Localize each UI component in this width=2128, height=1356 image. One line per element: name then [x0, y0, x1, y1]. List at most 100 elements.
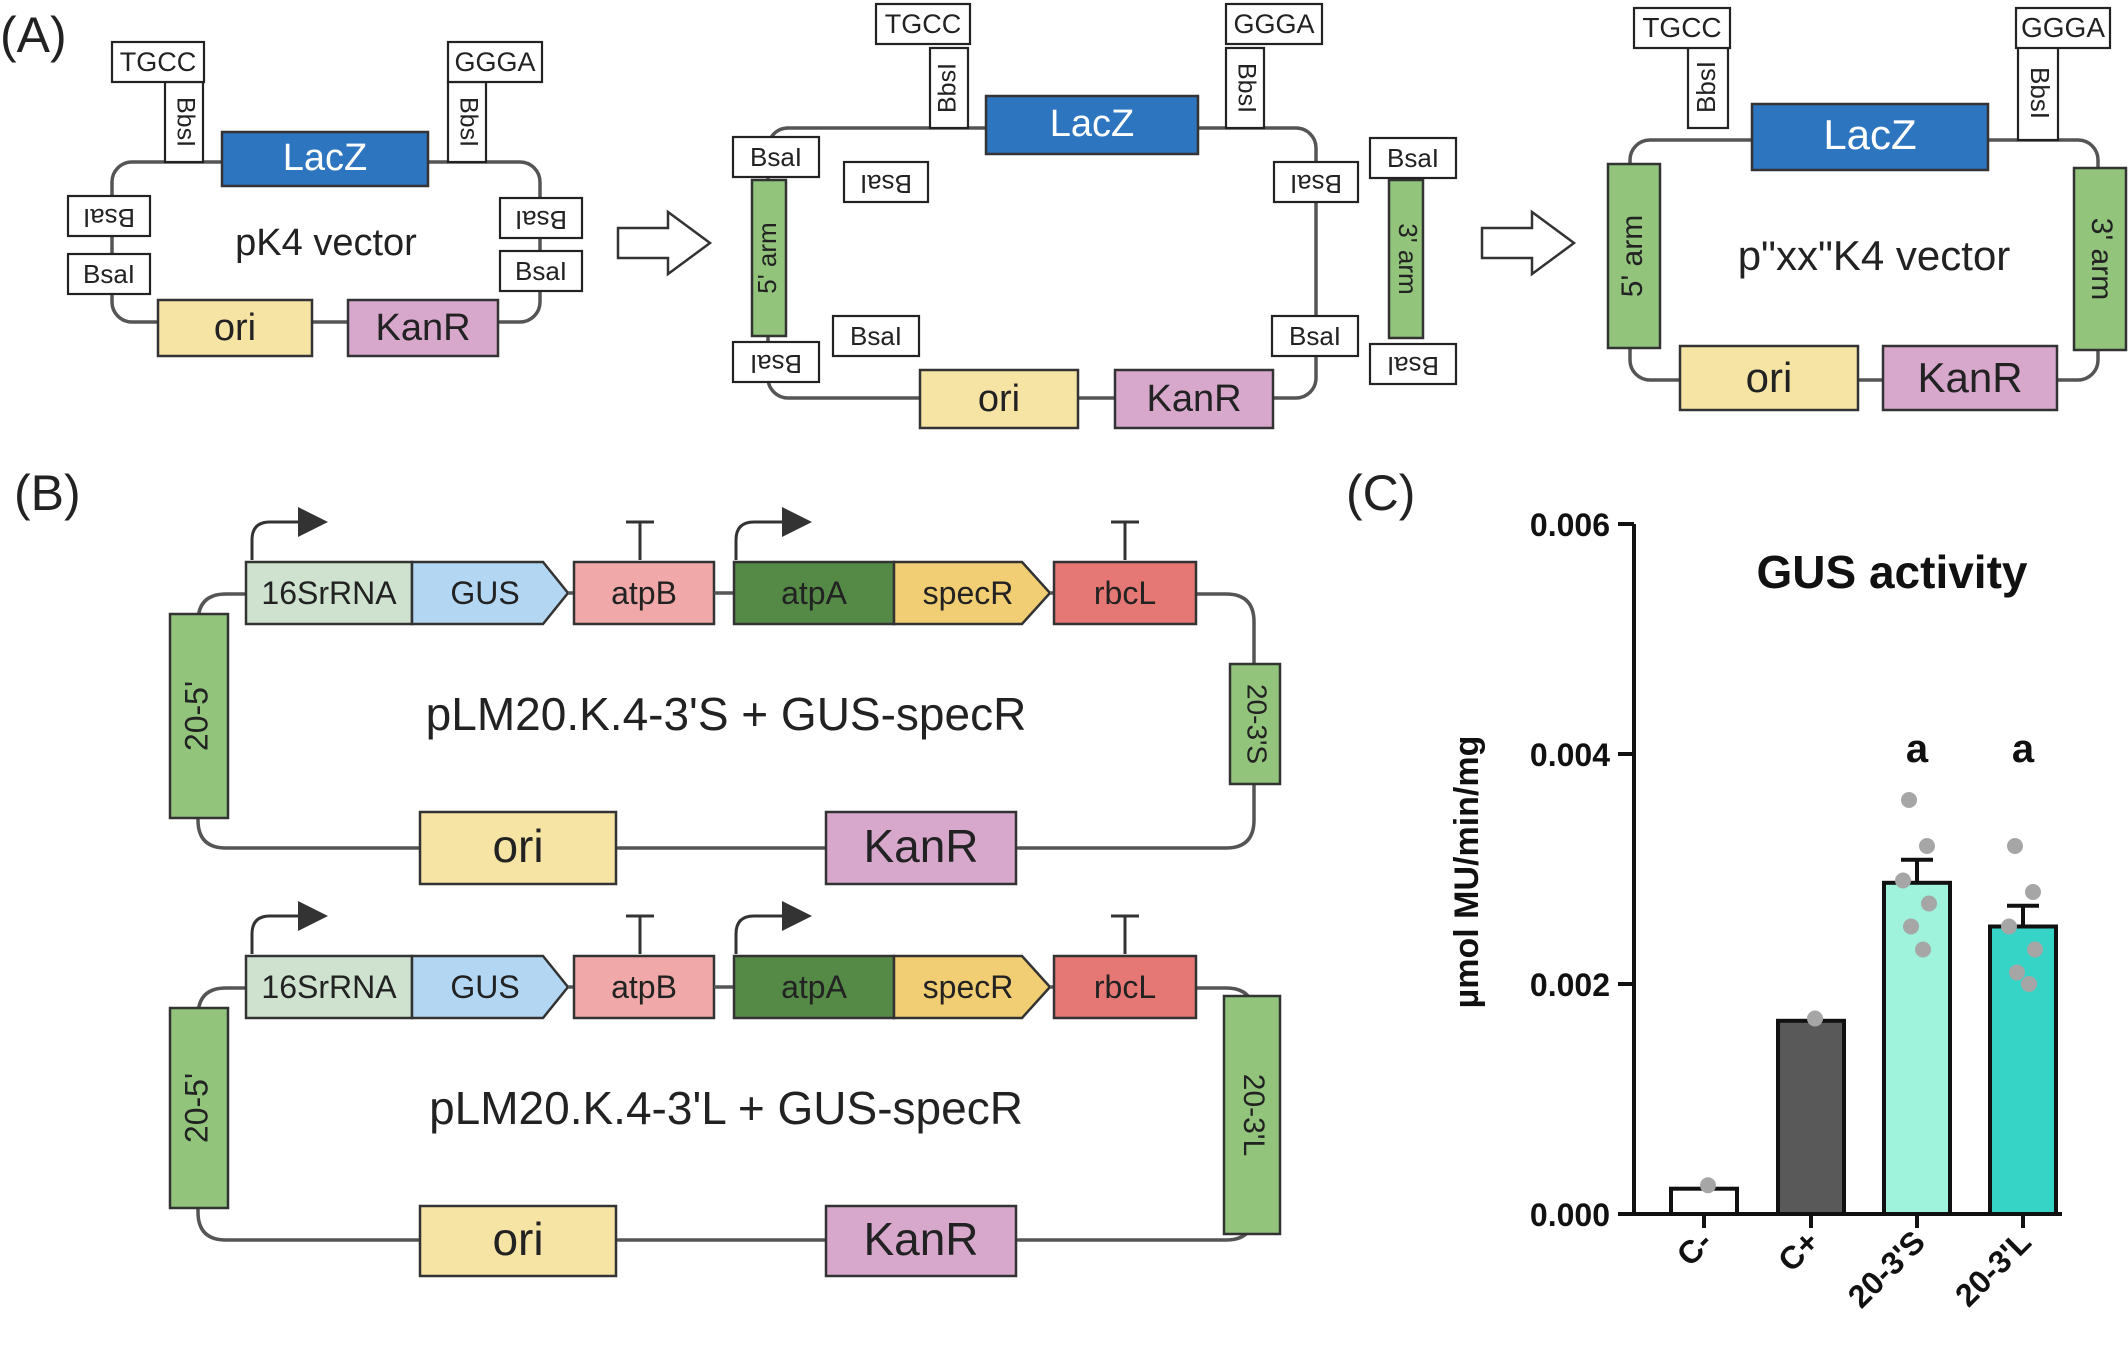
specr-label: specR [923, 575, 1014, 611]
bsai-label: BsaI [1387, 351, 1439, 381]
ori-box [918, 368, 1080, 430]
atpa-label: atpA [781, 969, 847, 1005]
arm-20-5-box [168, 1006, 230, 1210]
bsai-site [731, 135, 821, 179]
bsai-site [831, 314, 921, 358]
bsai-label: BsaI [750, 349, 802, 379]
lacz-box [984, 94, 1200, 156]
bsai-site [842, 160, 930, 204]
bsai-site [1272, 160, 1360, 204]
arm-5-label: 5' arm [1616, 215, 1649, 297]
category-label: 20-3'S [1841, 1223, 1932, 1314]
bsai-site [66, 194, 152, 238]
kanr-label: KanR [375, 307, 470, 349]
lacz-box [220, 130, 430, 188]
bbsi-label: BbsI [1691, 61, 1721, 113]
specr-label: specR [923, 969, 1014, 1005]
y-tick-label: 0.000 [1530, 1197, 1610, 1233]
category-label: C+ [1771, 1223, 1826, 1278]
construct-3s: 20-5' 20-3'S 16SrRNA GUS atpB atpA specR… [168, 507, 1282, 886]
replicate-point [1919, 838, 1935, 854]
cloning-arrow-icon [616, 209, 713, 277]
bsai-label: BsaI [83, 259, 135, 289]
vector-with-arms: LacZ ori KanR 5' arm 3' arm BbsI TGCC Bb… [731, 2, 1458, 430]
overhang-ggga-box [446, 40, 544, 84]
p16-label: 16SrRNA [261, 575, 397, 611]
bsai-site [1270, 314, 1360, 358]
overhang-tgcc-box [1632, 6, 1732, 50]
promoter-arrow-icon [734, 507, 812, 560]
arm-3-label: 3' arm [1393, 223, 1423, 294]
atpb-label: atpB [611, 575, 677, 611]
bsai-label: BsaI [1289, 321, 1341, 351]
replicate-point [2027, 941, 2043, 958]
panel-label-b: (B) [14, 465, 81, 521]
promoter-arrow-icon [250, 901, 328, 954]
promoter-arrow-icon [734, 901, 812, 954]
kanr-label: KanR [863, 820, 978, 872]
lacz-label: LacZ [1823, 111, 1916, 158]
cloning-arrow-icon [1480, 209, 1577, 277]
bsai-label: BsaI [83, 203, 135, 233]
panel-label-c: (C) [1346, 465, 1415, 521]
ori-label: ori [214, 307, 256, 349]
kanr-label: KanR [863, 1213, 978, 1265]
significance-letter: a [1906, 727, 1929, 771]
replicate-point [1901, 792, 1917, 808]
gus-label: GUS [450, 969, 519, 1005]
bar [1882, 880, 1952, 1216]
bbsi-label: BbsI [1232, 63, 1260, 113]
bsai-label: BsaI [750, 142, 802, 172]
arm-3-box [2072, 166, 2128, 352]
rbcl-box [1052, 560, 1198, 626]
replicate-point [2001, 918, 2017, 935]
y-tick-label: 0.004 [1530, 737, 1610, 773]
atpb-box [572, 954, 716, 1020]
bsai-label: BsaI [515, 205, 567, 235]
bbsi-site-right [1224, 46, 1266, 130]
y-axis-label: µmol MU/min/mg [1448, 736, 1486, 1009]
bsai-site [498, 196, 584, 240]
replicate-point [1807, 1010, 1823, 1027]
ori-box [418, 1204, 618, 1278]
vector-name-label: pK4 vector [235, 222, 417, 264]
arm-5-label: 5' arm [752, 222, 782, 293]
bsai-label: BsaI [515, 256, 567, 286]
rbcl-box [1052, 954, 1198, 1020]
overhang-ggga-label: GGGA [1233, 9, 1314, 39]
category-label: 20-3'L [1948, 1223, 2038, 1313]
specr-arrow [892, 560, 1052, 626]
p16-label: 16SrRNA [261, 969, 397, 1005]
construct-name-label: pLM20.K.4-3'L + GUS-specR [429, 1082, 1023, 1134]
overhang-ggga-label: GGGA [2021, 12, 2105, 43]
y-tick-label: 0.006 [1530, 507, 1610, 543]
overhang-ggga-box [2014, 6, 2112, 50]
arm-20-3-box [1228, 662, 1282, 786]
terminator-icon [626, 520, 654, 560]
bsai-site [731, 340, 821, 384]
ori-label: ori [492, 1213, 543, 1265]
kanr-label: KanR [1146, 378, 1241, 420]
ori-label: ori [492, 820, 543, 872]
kanr-box [824, 1204, 1018, 1278]
replicate-point [2009, 964, 2025, 981]
kanr-box [1881, 344, 2059, 412]
gus-chart: GUS activity µmol MU/min/mg 0.0000.0020.… [1448, 507, 2062, 1315]
replicate-point [1921, 895, 1937, 912]
bbsi-label: BbsI [454, 97, 482, 147]
arm-5-box [750, 178, 788, 338]
rbcl-label: rbcL [1094, 969, 1156, 1005]
chart-title: GUS activity [1757, 546, 2028, 598]
arm-20-5-label: 20-5' [178, 1073, 214, 1143]
bar [1776, 1018, 1846, 1216]
kanr-box [824, 810, 1018, 886]
kanr-box [346, 298, 500, 358]
atpa-box [732, 954, 896, 1020]
arm-20-5-label: 20-5' [178, 681, 214, 751]
overhang-tgcc-label: TGCC [1642, 12, 1721, 43]
lacz-label: LacZ [283, 137, 367, 179]
ori-box [418, 810, 618, 886]
lacz-box [1750, 102, 1990, 172]
overhang-ggga-label: GGGA [454, 47, 535, 77]
